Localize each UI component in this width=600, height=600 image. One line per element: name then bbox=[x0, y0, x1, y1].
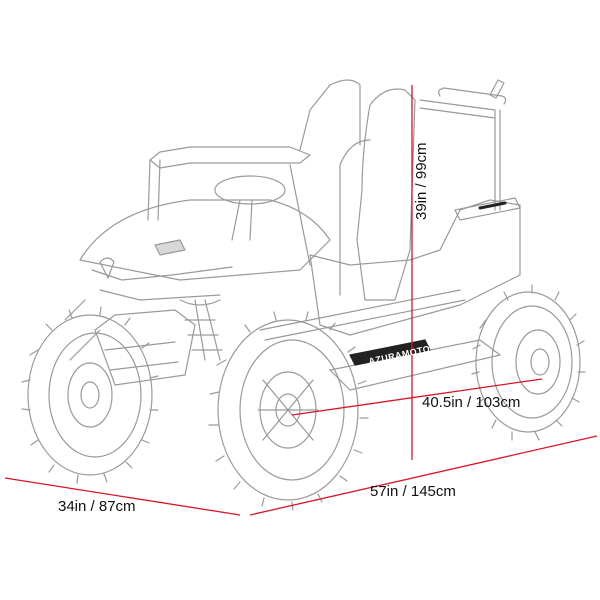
width-dimension-line bbox=[4, 477, 241, 516]
wheelbase-dimension-line bbox=[291, 378, 543, 416]
wheelbase-label: 40.5in / 103cm bbox=[422, 394, 521, 411]
length-dimension-line bbox=[249, 435, 598, 516]
height-label: 39in / 99cm bbox=[413, 142, 430, 220]
dimension-lines bbox=[4, 85, 598, 516]
rear-left-tire bbox=[471, 284, 586, 441]
front-near-tire bbox=[208, 311, 369, 511]
width-label: 34in / 87cm bbox=[58, 498, 136, 515]
buggy-body bbox=[64, 79, 521, 391]
front-far-tire bbox=[21, 306, 159, 484]
length-label: 57in / 145cm bbox=[370, 483, 456, 500]
